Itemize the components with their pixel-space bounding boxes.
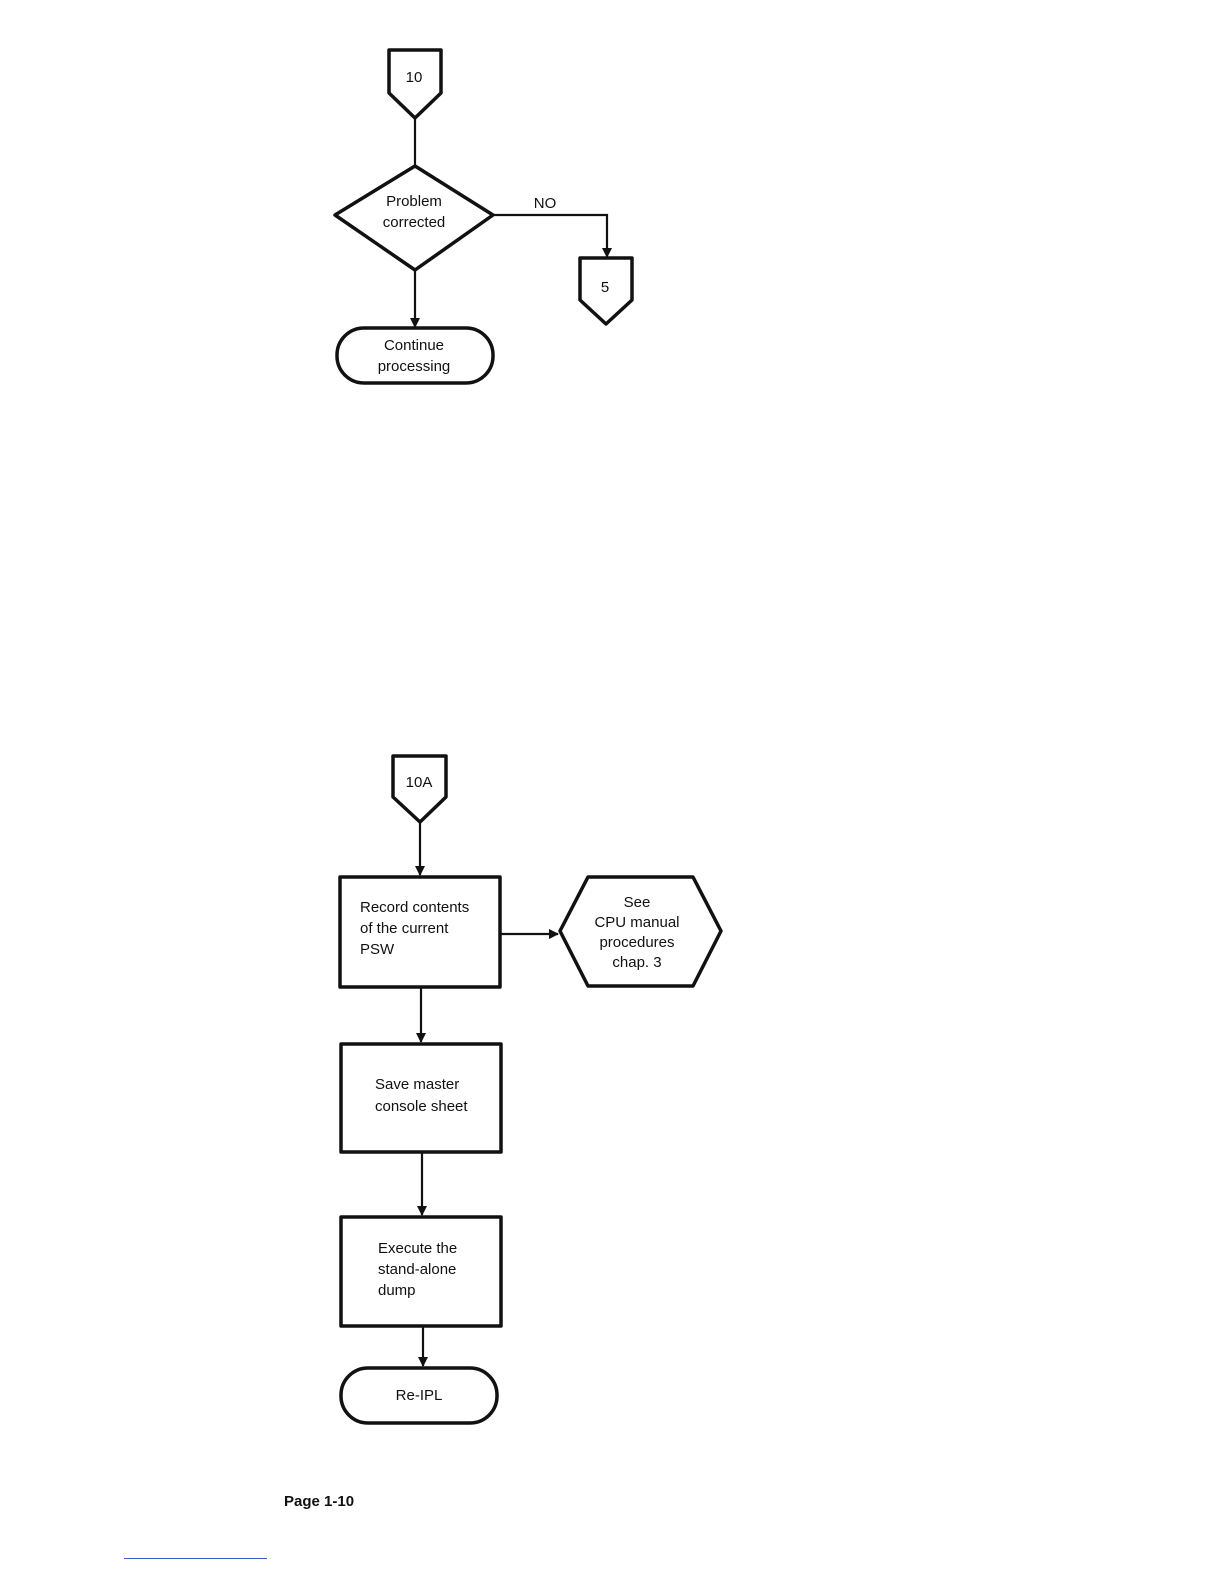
connector-5-label: 5 xyxy=(601,279,609,296)
reference-label-line1: See xyxy=(624,894,651,911)
continue-label-line1: Continue xyxy=(384,337,444,354)
connector-5: 5 xyxy=(580,258,632,324)
step-record-psw: Record contents of the current PSW xyxy=(340,877,500,987)
decision-label-line2: corrected xyxy=(383,214,446,231)
execute-label-line1: Execute the xyxy=(378,1240,457,1257)
terminal-re-ipl: Re-IPL xyxy=(341,1368,497,1423)
page-number: Page 1-10 xyxy=(284,1493,354,1510)
decision-label-line1: Problem xyxy=(386,193,442,210)
connector-10a: 10A xyxy=(393,756,446,822)
save-label-line2: console sheet xyxy=(375,1098,468,1115)
terminal-continue-processing: Continue processing xyxy=(337,328,493,383)
continue-label-line2: processing xyxy=(378,358,451,375)
step-execute-dump: Execute the stand-alone dump xyxy=(341,1217,501,1326)
reference-cpu-manual: See CPU manual procedures chap. 3 xyxy=(560,877,721,986)
connector-10-label: 10 xyxy=(406,69,423,86)
no-label: NO xyxy=(534,195,557,212)
decision-problem-corrected: Problem corrected xyxy=(335,166,493,270)
execute-label-line3: dump xyxy=(378,1282,416,1299)
save-label-line1: Save master xyxy=(375,1076,459,1093)
step-save-console-sheet: Save master console sheet xyxy=(341,1044,501,1152)
record-label-line3: PSW xyxy=(360,941,395,958)
footer-rule xyxy=(124,1558,267,1559)
reference-label-line3: procedures xyxy=(599,934,674,951)
record-label-line2: of the current xyxy=(360,920,449,937)
no-branch-arrow xyxy=(493,215,607,257)
reipl-label: Re-IPL xyxy=(396,1387,443,1404)
record-label-line1: Record contents xyxy=(360,899,469,916)
execute-label-line2: stand-alone xyxy=(378,1261,456,1278)
reference-label-line2: CPU manual xyxy=(594,914,679,931)
connector-10a-label: 10A xyxy=(406,774,433,791)
connector-10: 10 xyxy=(389,50,441,118)
reference-label-line4: chap. 3 xyxy=(612,954,661,971)
